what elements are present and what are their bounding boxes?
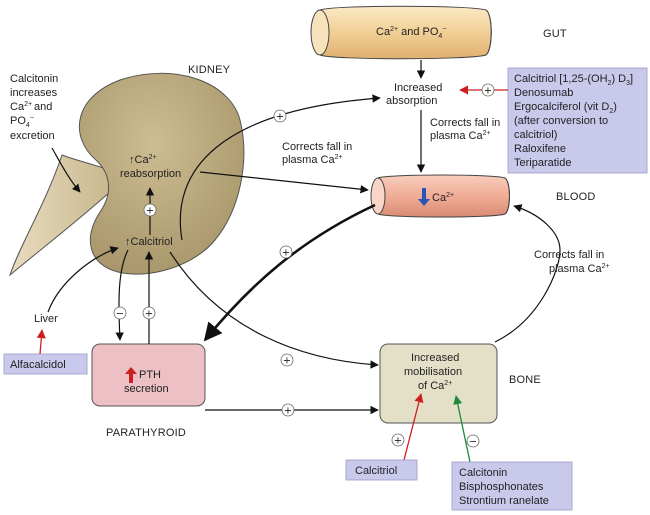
calcitriol-to-pth-arrow xyxy=(115,249,129,341)
kidney-calcitriol: ↑Calcitriol xyxy=(125,236,173,248)
pth-increase-arrow-icon xyxy=(125,367,137,383)
drug-denosumab: Denosumab xyxy=(514,87,573,99)
svg-text:−: − xyxy=(116,309,124,320)
corrects-kidney-line2: plasma Ca2+ xyxy=(282,154,343,166)
kidney xyxy=(8,72,245,277)
drug-calcitriol: Calcitriol [1,25-(OH2) D3] xyxy=(514,73,633,87)
reabsorption-to-blood-arrow xyxy=(199,171,369,194)
pth-line2: secretion xyxy=(124,383,169,395)
calcitonin-note-3: Ca2+and xyxy=(10,101,52,113)
bone-line1: Increased xyxy=(411,352,459,364)
svg-text:+: + xyxy=(284,406,292,417)
calcitriol-drug-label: Calcitriol xyxy=(355,465,397,477)
corrects-gut-line2: plasma Ca2+ xyxy=(430,130,491,142)
plus-sign-kidney xyxy=(143,203,157,217)
corrects-bone-line1: Corrects fall in xyxy=(534,249,604,261)
calcitonin-note-4: PO4− xyxy=(10,115,34,129)
blood-ca-label: Ca2+ xyxy=(432,192,454,204)
svg-text:+: + xyxy=(283,356,291,367)
svg-text:−: − xyxy=(469,437,477,448)
drug-raloxifene: Raloxifene xyxy=(514,143,566,155)
calcitonin-note-arrow xyxy=(51,147,81,193)
plus-sign-absorption xyxy=(273,109,287,123)
plus-sign-calcitriol-bone xyxy=(280,353,294,367)
drug-calcitonin: Calcitonin xyxy=(459,467,507,479)
drug-after-conversion: (after conversion to xyxy=(514,115,608,127)
blood-label: BLOOD xyxy=(556,191,596,203)
bone-line2: mobilisation xyxy=(404,366,462,378)
corrects-kidney-line1: Corrects fall in xyxy=(282,141,352,153)
gut-drug-box xyxy=(507,67,648,174)
svg-text:+: + xyxy=(394,436,402,447)
increased-absorption-line1: Increased xyxy=(394,82,442,94)
drug-ergocalciferol: Ergocalciferol (vit D2) xyxy=(514,101,617,115)
bone-label: BONE xyxy=(509,374,541,386)
bone-box xyxy=(379,343,498,424)
kidney-reabsorption-line2: reabsorption xyxy=(120,168,181,180)
alfacalcidol-label: Alfacalcidol xyxy=(10,359,66,371)
drug-strontium-ranelate: Strontium ranelate xyxy=(459,495,549,507)
corrects-gut-line1: Corrects fall in xyxy=(430,117,500,129)
plus-sign-blood-pth xyxy=(279,245,293,259)
liver-to-calcitriol-arrow xyxy=(47,246,119,313)
plus-sign-pth-bone xyxy=(281,403,295,417)
liver-label: Liver xyxy=(34,313,58,325)
drug-teriparatide: Teriparatide xyxy=(514,157,571,169)
gut-tube xyxy=(310,5,492,60)
svg-text:+: + xyxy=(484,86,492,97)
blood-decrease-arrow-icon xyxy=(418,188,430,206)
drug-bisphosphonates: Bisphosphonates xyxy=(459,481,544,493)
calcitriol-to-bone-arrow xyxy=(169,251,379,369)
increased-absorption-line2: absorption xyxy=(386,95,437,107)
plus-sign-pth-calcitriol xyxy=(142,306,156,320)
calcitonin-note-2: increases xyxy=(10,87,58,99)
bone-line3: of Ca2+ xyxy=(418,380,452,392)
inhibitor-drugs-arrow xyxy=(453,395,471,463)
drug-calcitriol-paren: calcitriol) xyxy=(514,129,557,141)
alfacalcidol-arrow xyxy=(36,329,46,355)
gut-label: GUT xyxy=(543,28,567,40)
blood-to-parathyroid-arrow xyxy=(203,203,376,342)
calcitriol-drug-arrow xyxy=(403,393,424,461)
plus-sign-gut-drugs xyxy=(481,83,495,97)
corrects-bone-line2: plasma Ca2+ xyxy=(549,263,610,275)
minus-sign-inhibitors xyxy=(466,434,480,448)
calcitriol-to-absorption-arrow xyxy=(179,94,381,241)
svg-text:+: + xyxy=(276,112,284,123)
bone-inhibitor-drug-box xyxy=(451,461,573,511)
svg-text:+: + xyxy=(282,248,290,259)
calcitonin-note-1: Calcitonin xyxy=(10,73,58,85)
gut-content-label: Ca2+ and PO4− xyxy=(376,26,446,40)
parathyroid-label: PARATHYROID xyxy=(106,427,186,439)
pth-line1: PTH xyxy=(139,369,161,381)
svg-text:+: + xyxy=(146,206,154,217)
calcitonin-note-5: excretion xyxy=(10,130,55,142)
bone-to-blood-arrow xyxy=(494,204,561,343)
plus-sign-calcitriol-drug xyxy=(391,433,405,447)
svg-text:+: + xyxy=(145,309,153,320)
kidney-label: KIDNEY xyxy=(188,64,231,76)
minus-sign-calcitriol-pth xyxy=(113,306,127,320)
kidney-reabsorption-line1: ↑Ca2+ xyxy=(129,154,157,166)
calcitriol-drug-box xyxy=(345,459,418,481)
alfacalcidol-box xyxy=(3,353,88,375)
